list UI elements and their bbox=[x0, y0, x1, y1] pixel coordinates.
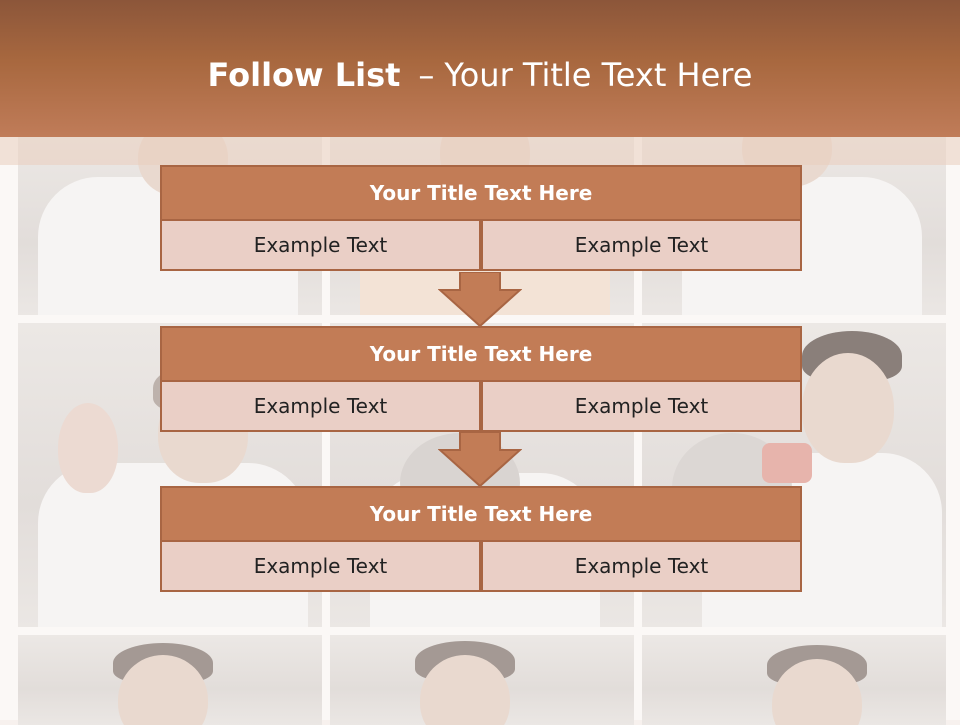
block-right-cell: Example Text bbox=[481, 221, 802, 271]
title-bold-text: Follow List bbox=[207, 56, 401, 94]
block-title: Your Title Text Here bbox=[160, 486, 802, 542]
block-title: Your Title Text Here bbox=[160, 165, 802, 221]
photo-man-bottom-right bbox=[642, 635, 946, 725]
title-rest-text: Your Title Text Here bbox=[444, 56, 753, 94]
block-left-cell: Example Text bbox=[160, 221, 481, 271]
header-band bbox=[0, 0, 960, 137]
block-left-cell: Example Text bbox=[160, 382, 481, 432]
block-right-cell: Example Text bbox=[481, 382, 802, 432]
process-block-1: Your Title Text Here Example Text Exampl… bbox=[160, 165, 802, 271]
down-arrow-icon bbox=[438, 432, 522, 488]
block-right-cell: Example Text bbox=[481, 542, 802, 592]
down-arrow-icon bbox=[438, 272, 522, 328]
title-separator: – bbox=[418, 56, 435, 94]
process-block-2: Your Title Text Here Example Text Exampl… bbox=[160, 326, 802, 432]
header-fade-strip bbox=[0, 137, 960, 165]
process-block-3: Your Title Text Here Example Text Exampl… bbox=[160, 486, 802, 592]
slide-title: Follow List–Your Title Text Here bbox=[0, 52, 960, 98]
block-title: Your Title Text Here bbox=[160, 326, 802, 382]
block-left-cell: Example Text bbox=[160, 542, 481, 592]
photo-man-bottom-left bbox=[18, 635, 322, 725]
photo-man-bottom-center bbox=[330, 635, 634, 725]
